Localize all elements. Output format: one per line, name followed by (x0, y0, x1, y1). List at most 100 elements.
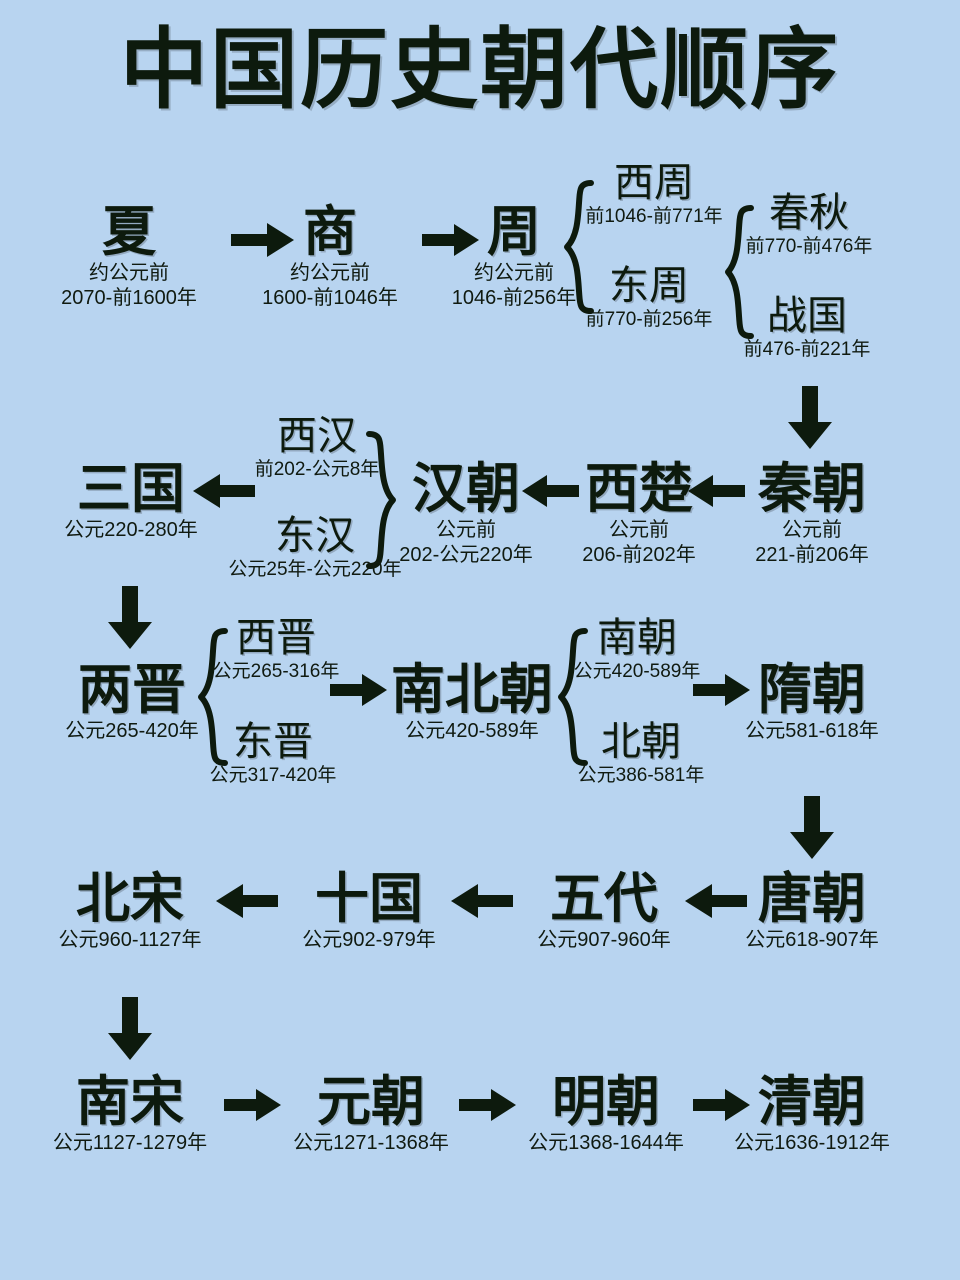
node-sui-years: 公元581-618年 (745, 720, 879, 742)
arrow-left-qin-xichu (687, 473, 745, 509)
node-qing-years: 公元1636-1912年 (734, 1132, 890, 1154)
arrow-left-tang-wudai (684, 882, 748, 920)
node-dongjin-name: 东晋 (232, 720, 313, 764)
node-nanchao-years: 公元420-589年 (573, 661, 701, 682)
node-xihan: 西汉 前202-公元8年 (255, 416, 380, 480)
arrow-left-han-sanguo (192, 472, 256, 510)
node-nanbeichao-name: 南北朝 (391, 660, 553, 720)
node-shang-years-line2: 1600-前1046年 (262, 287, 398, 310)
node-xia-years-line1: 约公元前 (89, 262, 169, 284)
node-ming-years: 公元1368-1644年 (528, 1132, 684, 1154)
node-nansong-name: 南宋 (75, 1072, 184, 1132)
node-han-name: 汉朝 (412, 459, 520, 519)
node-donghan-name: 东汉 (274, 514, 355, 558)
node-dongjin-years: 公元317-420年 (209, 765, 337, 786)
arrow-down-sanguo-liangjin (107, 586, 153, 650)
arrow-down-sui-tang (789, 796, 835, 860)
arrow-left-shiguo-beisong (215, 882, 279, 920)
node-tang: 唐朝 公元618-907年 (745, 872, 878, 951)
node-nansong: 南宋 公元1127-1279年 (53, 1075, 207, 1154)
node-ming: 明朝 公元1368-1644年 (528, 1075, 684, 1154)
node-sanguo: 三国 公元220-280年 (64, 462, 197, 541)
node-liangjin-years: 公元265-420年 (65, 720, 199, 742)
node-chunqiu: 春秋 前770-前476年 (746, 193, 873, 257)
arrow-down-zhanguo-qin (787, 386, 833, 450)
node-donghan-years: 公元25年-公元220年 (228, 559, 402, 580)
node-ming-name: 明朝 (552, 1072, 660, 1132)
node-nanchao: 南朝 公元420-589年 (574, 618, 701, 682)
node-shiguo-name: 十国 (315, 869, 423, 929)
node-xihan-name: 西汉 (276, 414, 357, 458)
node-xichu: 西楚 公元前 206-前202年 (582, 462, 695, 567)
brace-nanbeichao-split (555, 627, 589, 767)
node-qing-name: 清朝 (758, 1072, 866, 1132)
arrow-right-shang-zhou (422, 222, 480, 258)
node-xia: 夏 约公元前 2070-前1600年 (61, 205, 197, 310)
node-zhou-years-line1: 约公元前 (474, 262, 554, 284)
node-zhou-name: 周 (487, 202, 541, 262)
node-beisong-years: 公元960-1127年 (58, 929, 202, 951)
node-qin-years-line1: 公元前 (782, 519, 842, 541)
node-qin-years-line2: 221-前206年 (755, 544, 869, 567)
node-liangjin-name: 两晋 (78, 660, 186, 720)
arrow-right-nansong-yuan (224, 1087, 282, 1123)
node-tang-name: 唐朝 (758, 869, 866, 929)
node-han-years-line2: 202-公元220年 (399, 544, 533, 567)
node-xichu-years-line2: 206-前202年 (582, 544, 696, 567)
node-beichao: 北朝 公元386-581年 (578, 722, 705, 786)
node-zhanguo-name: 战国 (766, 294, 847, 338)
node-wudai: 五代 公元907-960年 (537, 872, 670, 951)
node-shiguo-years: 公元902-979年 (302, 929, 436, 951)
node-xijin-years: 公元265-316年 (212, 661, 340, 682)
node-dongjin: 东晋 公元317-420年 (210, 722, 337, 786)
node-zhou-years-line2: 1046-前256年 (451, 287, 577, 310)
arrow-right-ming-qing (693, 1087, 751, 1123)
node-dongzhou-years: 前770-前256年 (585, 309, 713, 330)
node-xizhou-years: 前1046-前771年 (585, 206, 723, 227)
node-sui: 隋朝 公元581-618年 (745, 663, 878, 742)
arrow-right-nanbeichao-sui (693, 672, 751, 708)
node-wudai-name: 五代 (550, 869, 658, 929)
node-yuan-name: 元朝 (317, 1072, 425, 1132)
arrow-right-yuan-ming (459, 1087, 517, 1123)
node-qin: 秦朝 公元前 221-前206年 (755, 462, 868, 567)
node-han: 汉朝 公元前 202-公元220年 (399, 462, 532, 567)
node-beichao-years: 公元386-581年 (577, 765, 705, 786)
node-liangjin: 两晋 公元265-420年 (65, 663, 198, 742)
node-xijin-name: 西晋 (235, 616, 316, 660)
node-xia-years-line2: 2070-前1600年 (61, 287, 197, 310)
node-nanchao-name: 南朝 (596, 616, 677, 660)
node-qin-name: 秦朝 (758, 459, 866, 519)
node-wudai-years: 公元907-960年 (537, 929, 671, 951)
brace-dongzhou-split (723, 204, 755, 340)
arrow-left-wudai-shiguo (450, 882, 514, 920)
node-shang-years-line1: 约公元前 (290, 262, 370, 284)
node-xizhou: 西周 前1046-前771年 (585, 163, 722, 227)
node-shiguo: 十国 公元902-979年 (302, 872, 435, 951)
node-sanguo-years: 公元220-280年 (64, 519, 198, 541)
node-shang: 商 约公元前 1600-前1046年 (262, 205, 398, 310)
brace-liangjin-split (195, 627, 229, 767)
node-dongzhou-name: 东周 (608, 264, 689, 308)
node-sui-name: 隋朝 (758, 660, 866, 720)
node-chunqiu-name: 春秋 (768, 191, 849, 235)
node-zhanguo-years: 前476-前221年 (743, 339, 871, 360)
node-donghan: 东汉 公元25年-公元220年 (228, 516, 401, 580)
arrow-down-beisong-nansong (107, 997, 153, 1061)
node-xichu-years-line1: 公元前 (609, 519, 669, 541)
node-han-years-line1: 公元前 (436, 519, 496, 541)
node-yuan-years: 公元1271-1368年 (293, 1132, 449, 1154)
node-beisong-name: 北宋 (75, 869, 184, 929)
node-chunqiu-years: 前770-前476年 (745, 236, 873, 257)
node-qing: 清朝 公元1636-1912年 (734, 1075, 890, 1154)
node-yuan: 元朝 公元1271-1368年 (293, 1075, 449, 1154)
node-beisong: 北宋 公元960-1127年 (58, 872, 201, 951)
page-title: 中国历史朝代顺序 (119, 20, 840, 119)
node-xichu-name: 西楚 (585, 459, 693, 519)
node-xia-name: 夏 (102, 202, 156, 262)
node-nansong-years: 公元1127-1279年 (52, 1132, 208, 1154)
node-nanbeichao-years: 公元420-589年 (405, 720, 539, 742)
node-xijin: 西晋 公元265-316年 (213, 618, 340, 682)
node-xihan-years: 前202-公元8年 (254, 459, 380, 480)
node-dongzhou: 东周 前770-前256年 (586, 266, 713, 330)
